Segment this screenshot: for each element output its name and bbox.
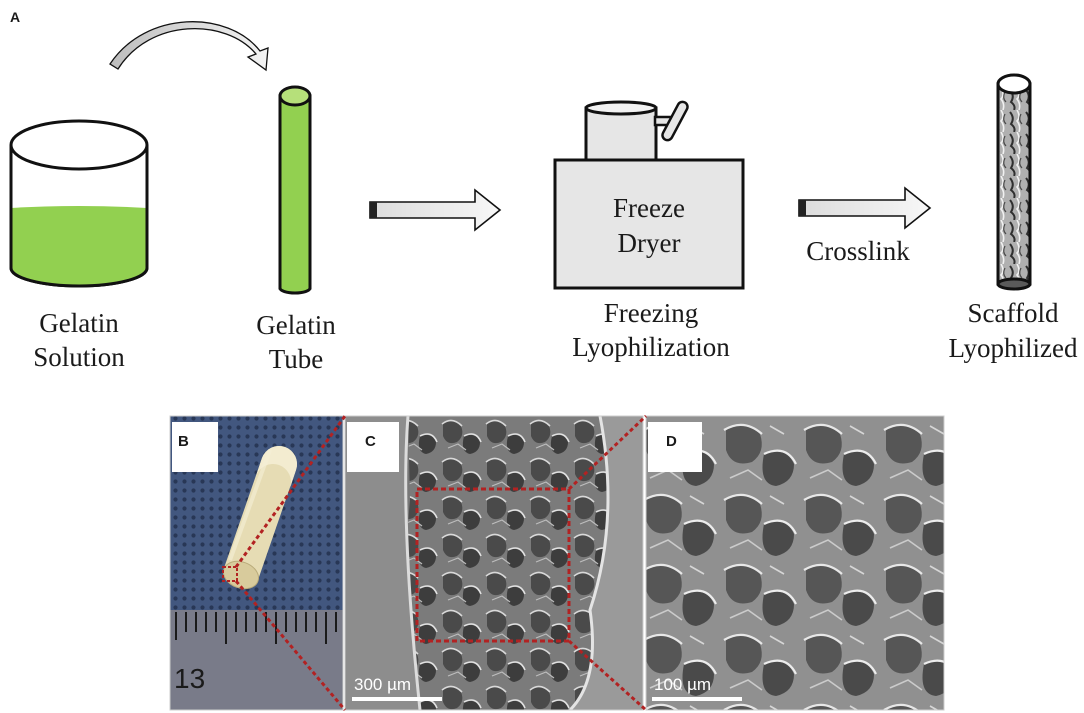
ruler-number: 13 (174, 663, 205, 694)
crosslink-label: Crosslink (806, 236, 910, 266)
panel-b-letter-box (172, 422, 218, 472)
freeze-dryer-icon (553, 100, 745, 290)
panel-d-sem (646, 416, 944, 710)
curved-arrow-icon (109, 21, 269, 72)
gelatin-tube-icon (278, 85, 312, 295)
scale-bar-c (352, 697, 442, 701)
zoom-guide-lines (234, 414, 648, 712)
panel-c-letter-box (347, 422, 399, 472)
dryer-label-line1: Freezing (604, 298, 698, 328)
ruler (170, 610, 343, 710)
scaffold-tube-icon (996, 73, 1032, 291)
scale-bar-c-label: 300 µm (354, 675, 411, 694)
dryer-label-line2: Lyophilization (572, 332, 730, 362)
dryer-text-line1: Freeze (613, 193, 685, 223)
panel-b-letter: B (178, 433, 189, 450)
tube-label-line1: Gelatin (256, 310, 336, 340)
panel-a-letter: A (10, 9, 20, 25)
zoom-region-b (222, 566, 238, 582)
beaker-label-line2: Solution (33, 342, 125, 372)
panel-c-letter: C (365, 433, 376, 450)
beaker-icon (9, 119, 149, 288)
arrow-right-icon (369, 188, 502, 232)
scaffold-label-line2: Lyophilized (949, 333, 1078, 363)
zoom-region-c (415, 487, 571, 643)
scale-bar-d-label: 100 µm (654, 675, 711, 694)
gelatin-solution-fill (11, 206, 147, 286)
panel-d-letter: D (666, 433, 677, 450)
panel-d-letter-box (648, 422, 702, 472)
dryer-text-line2: Dryer (618, 228, 681, 258)
arrow-right-icon (798, 186, 932, 230)
scaffold-sample (223, 445, 298, 590)
tube-label-line2: Tube (269, 344, 324, 374)
scaffold-label-line1: Scaffold (968, 298, 1059, 328)
scale-bar-d (652, 697, 742, 701)
beaker-label-line1: Gelatin (39, 308, 119, 338)
